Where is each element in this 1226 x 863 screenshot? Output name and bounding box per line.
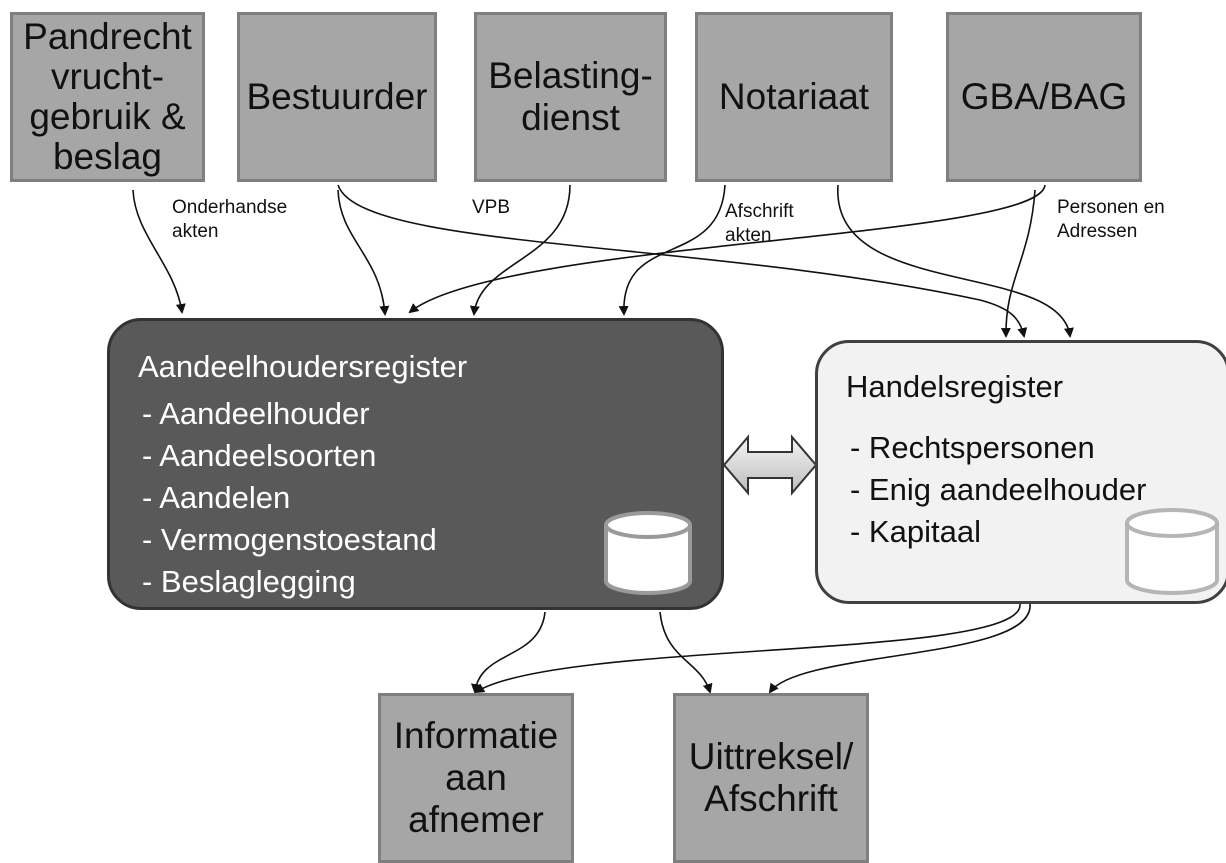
handelsregister-title: Handelsregister [846,369,1064,404]
aandeelhoudersregister-item: - Aandeelhouder [142,396,370,431]
connector-gba-aandeel [408,184,1046,314]
database-icon [604,511,692,595]
edge-label-afschrift-akten: Afschrift akten [725,201,794,246]
output-label-uittreksel: Uittreksel/ Afschrift [688,736,854,819]
double-arrow-icon [722,434,818,496]
output-box-informatie: Informatie aan afnemer [378,693,574,863]
connector-belasting-aandeel [469,184,571,316]
edge-label-personen-adressen: Personen en Adressen [1057,197,1165,242]
source-label-pandrecht: Pandrecht vrucht- gebruik & beslag [23,16,192,177]
edge-label-vpb: VPB [472,197,511,218]
connector-notariaat-handels [837,184,1074,338]
connector-aandeel-uittreksel [659,611,713,694]
connector-handels-uittreksel [768,603,1031,694]
connector-bestuurder-handels [337,184,1028,338]
source-label-gba: GBA/BAG [960,76,1128,117]
handelsregister-item: - Kapitaal [850,514,981,549]
aandeelhoudersregister-item: - Aandeelsoorten [142,438,377,473]
connector-bestuurder-aandeel [337,189,390,316]
source-label-belastingdienst: Belasting- dienst [488,55,653,138]
aandeelhoudersregister-item: - Beslaglegging [142,564,356,599]
handelsregister-items: - Rechtspersonen - Enig aandeelhouder - … [850,427,1146,553]
edge-label-onderhandse-akten: Onderhandse akten [172,197,288,242]
output-box-uittreksel: Uittreksel/ Afschrift [673,693,869,863]
aandeelhoudersregister-box: Aandeelhoudersregister - Aandeelhouder -… [107,318,724,610]
output-label-informatie: Informatie aan afnemer [393,715,559,840]
aandeelhoudersregister-item: - Aandelen [142,480,291,515]
source-label-notariaat: Notariaat [718,76,870,117]
source-label-bestuurder: Bestuurder [246,76,428,117]
aandeelhoudersregister-items: - Aandeelhouder - Aandeelsoorten - Aande… [142,393,437,603]
source-box-gba: GBA/BAG [946,12,1142,182]
source-box-pandrecht: Pandrecht vrucht- gebruik & beslag [10,12,205,182]
connector-gba-handels [1000,189,1036,338]
handelsregister-item: - Enig aandeelhouder [850,472,1147,507]
connector-notariaat-aandeel [618,184,726,316]
handelsregister-box: Handelsregister - Rechtspersonen - Enig … [815,340,1226,604]
database-icon [1125,508,1219,595]
source-box-bestuurder: Bestuurder [237,12,437,182]
connector-aandeel-informatie [470,611,546,694]
handelsregister-item: - Rechtspersonen [850,430,1095,465]
connector-pandrecht-aandeel [132,189,186,314]
aandeelhoudersregister-item: - Vermogenstoestand [142,522,437,557]
source-box-belastingdienst: Belasting- dienst [474,12,667,182]
source-box-notariaat: Notariaat [695,12,893,182]
aandeelhoudersregister-title: Aandeelhoudersregister [138,349,468,384]
connector-handels-informatie [474,603,1021,694]
